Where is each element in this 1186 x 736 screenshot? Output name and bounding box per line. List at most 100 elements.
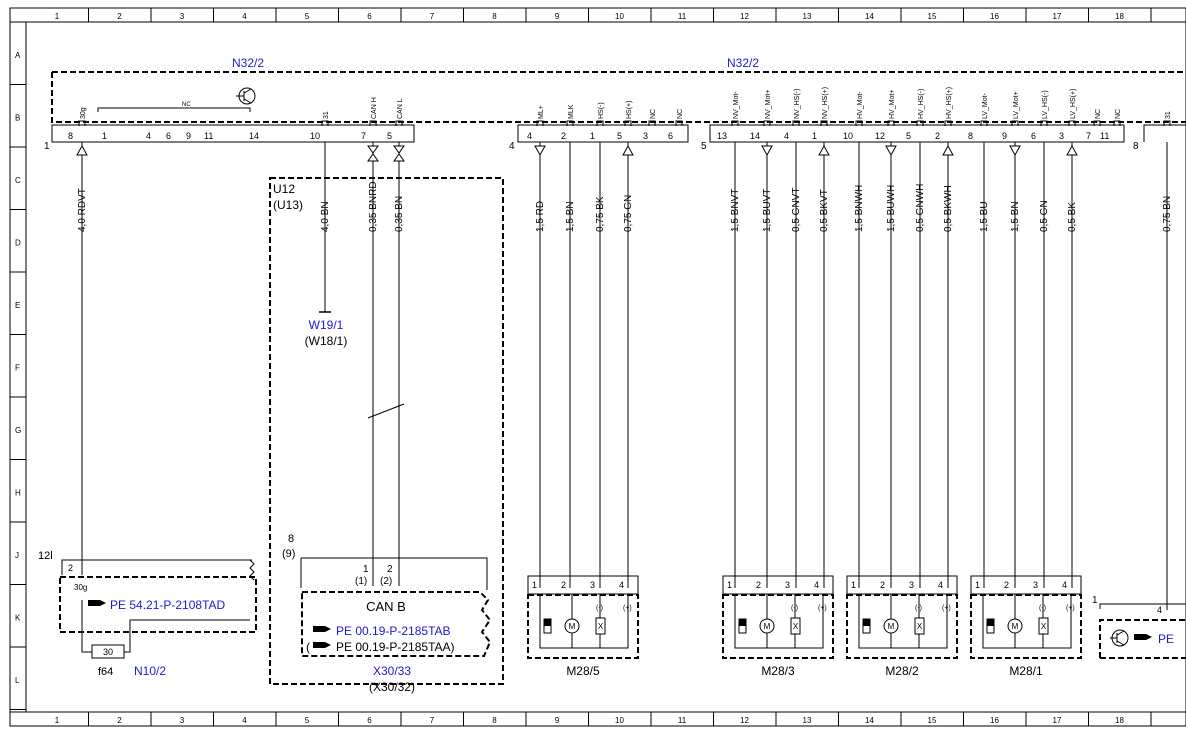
pin-label: 0,5 BKWH (943, 185, 954, 232)
pe-right-module: 1 4 PE (1092, 595, 1186, 659)
pin-label: 0,35 BNRD (368, 181, 379, 232)
column-label: 5 (305, 716, 310, 725)
column-label: 6 (367, 12, 372, 21)
svg-text:1: 1 (44, 141, 50, 152)
column-label: 14 (865, 716, 874, 725)
svg-text:3: 3 (1059, 131, 1064, 141)
svg-text:(+): (+) (942, 605, 951, 612)
column-label: 4 (242, 12, 247, 21)
row-label: D (15, 239, 21, 248)
w19-1-ground: W19/1 (W18/1) (305, 240, 348, 348)
svg-text:2: 2 (561, 580, 566, 590)
svg-text:N10/2: N10/2 (134, 664, 166, 678)
pin-label: HS(+) (626, 101, 633, 119)
column-label: 11 (678, 12, 687, 21)
n32-2-control-unit: N32/2 N32/2 NC (51, 56, 1186, 123)
transistor-icon (1110, 629, 1129, 647)
pin-label: NV_HS(+) (822, 87, 829, 119)
svg-text:2: 2 (561, 131, 566, 141)
svg-text:M: M (569, 622, 576, 631)
column-label: 3 (180, 12, 185, 21)
pe-canb-link[interactable]: PE 00.19-P-2185TAB (336, 624, 451, 638)
svg-text:(1): (1) (355, 576, 367, 587)
svg-text:8: 8 (288, 533, 294, 545)
svg-text:5: 5 (701, 141, 707, 152)
svg-text:(9): (9) (282, 548, 295, 560)
svg-text:M: M (888, 622, 895, 631)
svg-text:3: 3 (590, 580, 595, 590)
can-b-label: CAN B (366, 599, 406, 614)
signal-arrow-icon (1066, 144, 1078, 156)
column-label: 10 (615, 716, 624, 725)
svg-text:14: 14 (249, 131, 259, 141)
pin-label: HV_Mot+ (889, 90, 896, 119)
svg-text:13: 13 (717, 131, 727, 141)
pin-label: 0,35 BN (394, 196, 405, 232)
svg-text:4: 4 (938, 580, 943, 590)
column-label: 9 (555, 716, 560, 725)
svg-text:2: 2 (1004, 580, 1009, 590)
svg-text:2: 2 (935, 131, 940, 141)
svg-text:8: 8 (68, 131, 73, 141)
pin-label: 1,5 RD (535, 201, 546, 232)
pin-label: NC (1095, 109, 1102, 119)
frame: 1122334455667788991010111112121313141415… (9, 7, 1186, 727)
column-label: 7 (430, 12, 435, 21)
svg-text:2: 2 (387, 564, 393, 575)
svg-text:2: 2 (756, 580, 761, 590)
motor-module-label: M28/1 (1009, 664, 1043, 678)
n10-2-module: 12l 2 30g PE 54.21-P-2108TAD 30 f64 N10/… (38, 550, 257, 678)
pin-label: 1,5 BN (565, 201, 576, 232)
svg-text:(U13): (U13) (273, 198, 303, 212)
column-label: 1 (55, 716, 60, 725)
svg-text:3: 3 (1033, 580, 1038, 590)
pin-label: NV_Mot- (733, 91, 740, 119)
signal-arrow-icon (534, 145, 546, 157)
svg-text:(+): (+) (1066, 605, 1075, 612)
column-label: 13 (803, 716, 812, 725)
pin-label: 0,5 GNWH (915, 184, 926, 232)
pointer-hand-icon (313, 626, 331, 632)
x30-33-canb: 8 (9) 1 2 (1) (2) CAN B PE 00.19-P-2185T… (282, 533, 492, 694)
row-label: G (15, 426, 21, 435)
motor-module-label: M28/2 (885, 664, 919, 678)
pin-label: 1,5 BUVT (762, 189, 773, 232)
svg-text:(W18/1): (W18/1) (305, 334, 348, 348)
column-label: 11 (678, 716, 687, 725)
column-label: 18 (1115, 716, 1124, 725)
svg-text:12: 12 (875, 131, 885, 141)
pin-label: 1,5 BNVT (730, 189, 741, 232)
pin-label: 1,5 BU (979, 201, 990, 232)
pin-label: 0,75 BK (595, 196, 606, 232)
svg-text:10: 10 (843, 131, 853, 141)
svg-text:4: 4 (784, 131, 789, 141)
row-label: C (15, 176, 21, 185)
signal-arrow-icon (76, 144, 88, 156)
svg-text:4: 4 (1062, 580, 1067, 590)
pin-label: 0,5 BK (1067, 202, 1078, 232)
column-label: 8 (492, 12, 497, 21)
svg-text:7: 7 (361, 131, 366, 141)
svg-text:1: 1 (363, 564, 369, 575)
svg-text:X: X (598, 622, 604, 631)
row-label: B (15, 114, 20, 123)
pe-right-link[interactable]: PE (1158, 632, 1174, 646)
svg-text:7: 7 (1086, 131, 1091, 141)
svg-text:1: 1 (590, 131, 595, 141)
svg-text:X: X (1041, 622, 1047, 631)
pin-label: 31 (1165, 111, 1172, 119)
pointer-hand-icon (1134, 634, 1152, 640)
pointer-hand-icon (88, 600, 106, 606)
svg-text:8: 8 (1133, 141, 1139, 152)
svg-text:6: 6 (668, 131, 673, 141)
column-label: 13 (803, 12, 812, 21)
svg-text:1: 1 (727, 580, 732, 590)
svg-text:14: 14 (750, 131, 760, 141)
pe-n10-link[interactable]: PE 54.21-P-2108TAD (110, 598, 226, 612)
signal-arrow-icon (818, 144, 830, 156)
pin-label: HV_HS(-) (918, 89, 925, 119)
svg-text:4: 4 (509, 141, 515, 152)
svg-text:3: 3 (909, 580, 914, 590)
